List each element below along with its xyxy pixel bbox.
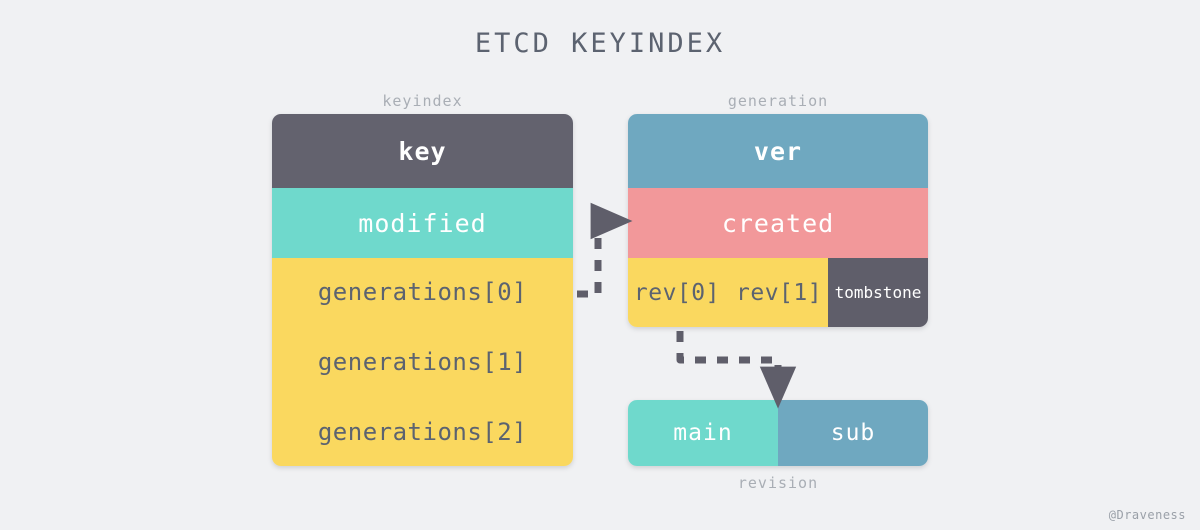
keyindex-row-modified: modified bbox=[272, 188, 573, 258]
generation-row-revs: rev[0] rev[1] tombstone bbox=[628, 258, 928, 327]
caption-keyindex: keyindex bbox=[382, 92, 463, 110]
watermark: @Draveness bbox=[1108, 508, 1186, 522]
keyindex-row-key: key bbox=[272, 114, 573, 188]
generations-item-0: generations[0] bbox=[317, 278, 528, 306]
generation-row-ver: ver bbox=[628, 114, 928, 188]
revision-sub-cell: sub bbox=[778, 400, 928, 466]
generations-item-2: generations[2] bbox=[317, 418, 528, 446]
revision-main-cell: main bbox=[628, 400, 778, 466]
arrow-generations-to-generation bbox=[577, 202, 633, 298]
revision-card: main sub bbox=[628, 400, 928, 466]
caption-generation: generation bbox=[727, 92, 829, 110]
caption-revision: revision bbox=[737, 474, 819, 492]
generation-card: ver created rev[0] rev[1] tombstone bbox=[628, 114, 928, 327]
keyindex-generations-stack: generations[0] generations[1] generation… bbox=[272, 258, 573, 466]
keyindex-card: key modified generations[0] generations[… bbox=[272, 114, 573, 466]
generation-row-created: created bbox=[628, 188, 928, 258]
rev-item-1: rev[1] bbox=[736, 279, 823, 306]
rev-item-0: rev[0] bbox=[633, 279, 720, 306]
generations-item-1: generations[1] bbox=[317, 348, 528, 376]
arrow-revs-to-revision bbox=[676, 331, 797, 409]
generation-revs-cell: rev[0] rev[1] bbox=[628, 258, 828, 327]
generation-tombstone-cell: tombstone bbox=[828, 258, 928, 327]
page-title: ETCD KEYINDEX bbox=[474, 28, 726, 59]
